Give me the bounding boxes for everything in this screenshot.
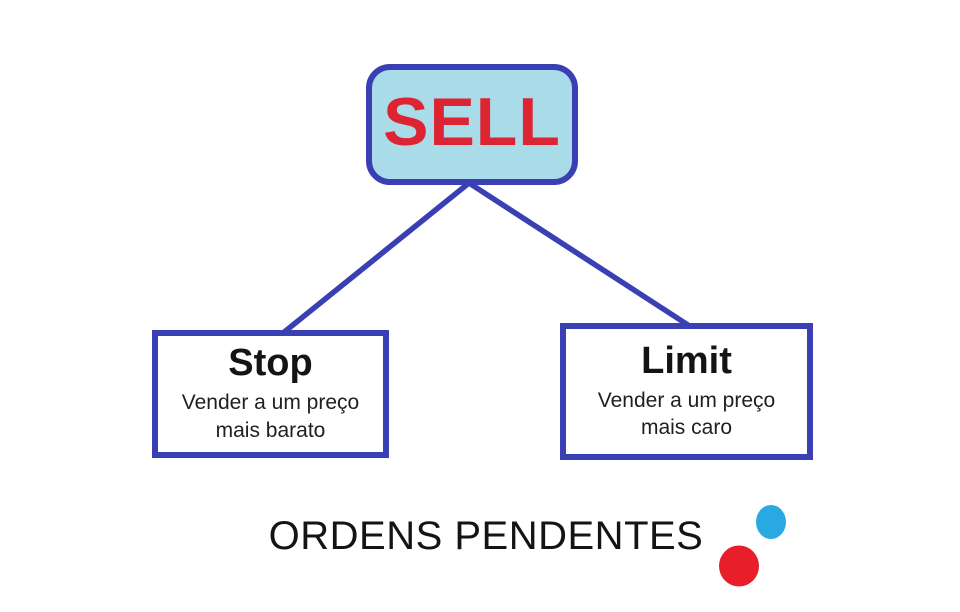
- sell-node: SELL: [366, 64, 578, 185]
- stop-title: Stop: [228, 342, 313, 385]
- connector-left: [281, 180, 471, 336]
- connector-right: [467, 180, 690, 328]
- stop-description-line-2: mais barato: [215, 418, 326, 442]
- limit-description-line-1: Vender a um preço: [597, 388, 776, 412]
- limit-title: Limit: [641, 339, 732, 382]
- stop-description-line-1: Vender a um preço: [181, 391, 360, 415]
- limit-node: Limit Vender a um preço mais caro: [560, 323, 813, 460]
- limit-description-line-2: mais caro: [640, 416, 732, 440]
- limit-description: Vender a um preço mais caro: [598, 387, 775, 442]
- caption-ordens-pendentes: ORDENS PENDENTES: [268, 514, 704, 558]
- blue-dot-icon: [756, 505, 786, 539]
- stop-node: Stop Vender a um preço mais barato: [152, 330, 389, 458]
- red-dot-icon: [719, 545, 759, 587]
- sell-label: SELL: [383, 83, 561, 160]
- stop-description: Vender a um preço mais barato: [182, 389, 359, 444]
